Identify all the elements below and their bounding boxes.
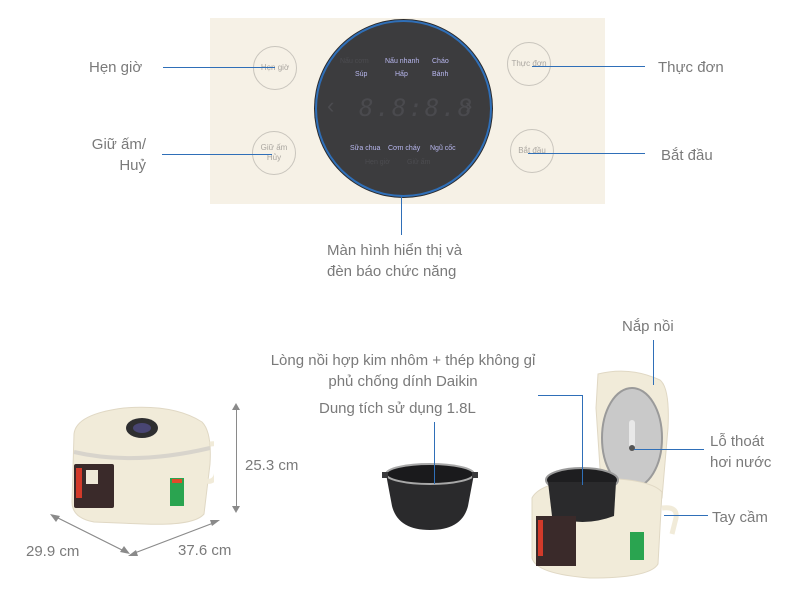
callout-line-keep-warm: [162, 154, 272, 155]
display-label-line2: đèn báo chức năng: [327, 263, 457, 280]
callout-line-start: [528, 153, 645, 154]
keep-warm-button-label: Giữ ấm: [260, 143, 288, 152]
steam-vent-label-line1: Lỗ thoát: [710, 433, 765, 450]
display-screen: Nấu cơm Nấu nhanh Cháo Súp Hấp Bánh ‹ 8.…: [315, 20, 492, 197]
timer-button-graphic: Hẹn giờ: [253, 46, 297, 90]
arrow-up-icon: [232, 403, 240, 410]
width-dimension-label: 37.6 cm: [178, 542, 232, 559]
keep-warm-button-graphic: Giữ ấm Hủy: [252, 131, 296, 175]
lid-label: Nắp nồi: [622, 318, 674, 335]
indicator-timer: Hẹn giờ: [365, 159, 390, 166]
start-button-graphic: Bắt đầu: [510, 129, 554, 173]
callout-line-inner-pot-2b: [582, 395, 583, 485]
cancel-button-label: Hủy: [266, 153, 282, 162]
callout-line-lid: [653, 340, 654, 385]
mode-cake: Bánh: [432, 71, 449, 78]
timer-label: Hẹn giờ: [89, 59, 143, 76]
timer-button-label: Hẹn giờ: [260, 63, 290, 72]
display-label-line1: Màn hình hiển thị và: [327, 242, 463, 259]
mode-grains: Ngũ cốc: [430, 145, 456, 152]
keep-warm-label: Giữ ấm/ Huỷ: [86, 134, 146, 176]
mode-steam: Hấp: [395, 71, 408, 78]
inner-pot-image: [382, 462, 478, 532]
callout-line-handle: [664, 515, 708, 516]
callout-line-inner-pot: [434, 422, 435, 484]
rice-cooker-closed-image: [64, 404, 223, 528]
callout-line-menu: [532, 66, 645, 67]
callout-line-inner-pot-2a: [538, 395, 582, 396]
depth-dimension-line: [50, 512, 130, 556]
start-button-label: Bắt đầu: [518, 146, 546, 155]
menu-button-label: Thực đơn: [511, 59, 547, 68]
height-dimension-label: 25.3 cm: [245, 457, 299, 474]
handle-label: Tay cầm: [712, 509, 768, 526]
height-dimension-line: [236, 406, 237, 510]
capacity-label: Dung tích sử dụng 1.8L: [319, 400, 476, 417]
inner-pot-label: Lòng nồi hợp kim nhôm + thép không gỉ ph…: [248, 350, 558, 392]
steam-vent-label: Lỗ thoát hơi nước: [710, 431, 771, 473]
callout-line-display: [401, 195, 402, 235]
chevron-left-icon: ‹: [327, 93, 335, 118]
mode-quick-cook: Nấu nhanh: [385, 58, 420, 65]
start-label: Bắt đầu: [661, 147, 713, 164]
arrow-down-icon: [232, 506, 240, 513]
digit-display: 8.8:8.8: [359, 94, 475, 122]
display-label: Màn hình hiển thị và đèn báo chức năng: [327, 240, 462, 282]
chevron-right-icon: ›: [465, 93, 473, 118]
width-dimension-line: [128, 518, 220, 558]
callout-line-steam-vent: [634, 449, 704, 450]
depth-dimension-label: 29.9 cm: [26, 543, 80, 560]
inner-pot-label-line2: phủ chống dính Daikin: [328, 373, 478, 390]
steam-vent-label-line2: hơi nước: [710, 454, 772, 471]
inner-pot-label-line1: Lòng nồi hợp kim nhôm + thép không gỉ: [270, 352, 536, 369]
mode-yogurt: Sữa chua: [350, 145, 381, 152]
mode-porridge: Cháo: [432, 58, 449, 65]
mode-soup: Súp: [355, 71, 368, 78]
rice-cooker-open-image: [530, 368, 695, 583]
mode-crispy-rice: Cơm cháy: [388, 145, 421, 152]
callout-line-timer: [163, 67, 275, 68]
menu-label: Thực đơn: [658, 59, 724, 76]
keep-warm-label-line1: Giữ ấm/: [91, 136, 146, 153]
indicator-keep-warm: Giữ ấm: [407, 159, 431, 166]
menu-button-graphic: Thực đơn: [507, 42, 551, 86]
keep-warm-label-line2: Huỷ: [119, 157, 146, 174]
mode-cook-rice: Nấu cơm: [340, 58, 369, 65]
